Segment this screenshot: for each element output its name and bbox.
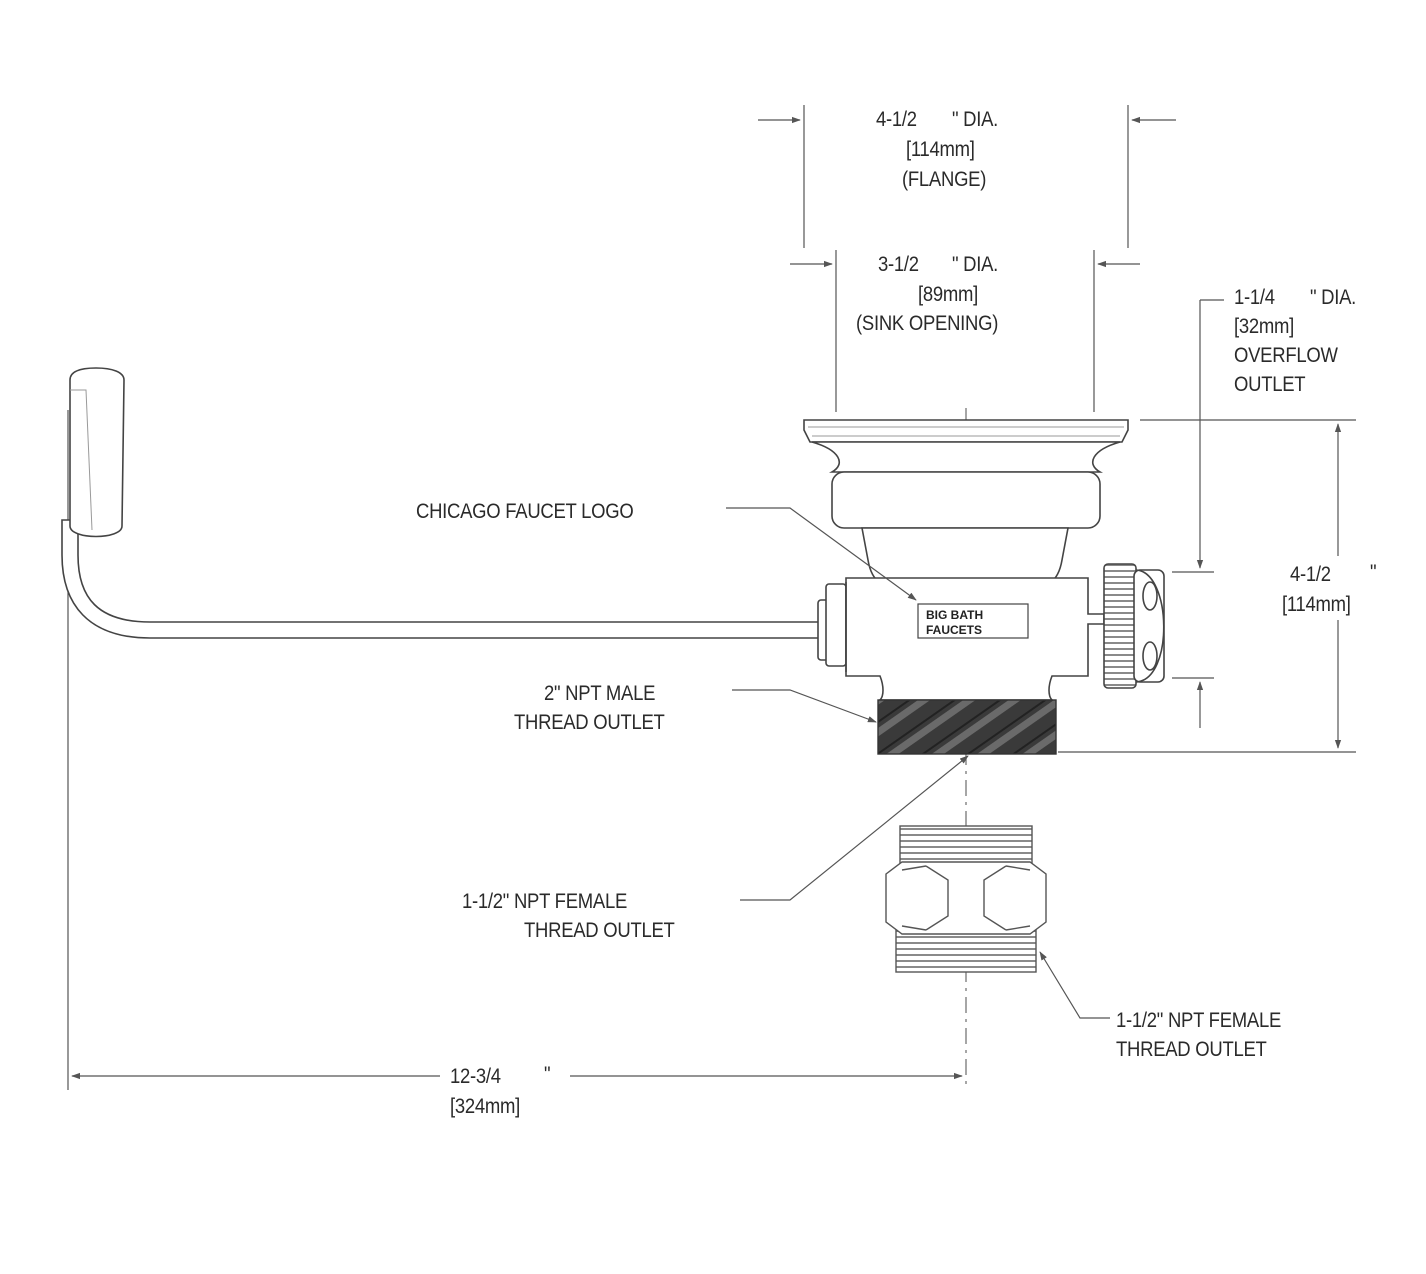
height-dimension-lines — [1058, 419, 1356, 753]
leader-lines — [726, 507, 1110, 1019]
overflow-outlet — [1103, 563, 1165, 689]
sink-opening-note: (SINK OPENING) — [856, 312, 999, 335]
height-size: 4-1/2 — [1290, 563, 1331, 586]
overflow-unit: " DIA. — [1310, 286, 1357, 309]
flange-extension-lines — [758, 105, 1176, 248]
flange-unit: " DIA. — [952, 108, 999, 131]
logo-text-line2: FAUCETS — [926, 623, 982, 637]
flange-metric: [114mm] — [906, 138, 975, 161]
length-unit: " — [544, 1063, 551, 1086]
overflow-metric: [32mm] — [1234, 315, 1295, 338]
sink-opening-size: 3-1/2 — [878, 253, 919, 276]
overflow-line1: OVERFLOW — [1234, 344, 1338, 367]
flange-size: 4-1/2 — [876, 108, 917, 131]
female-outlet-a-line1: 1-1/2" NPT FEMALE — [462, 890, 628, 913]
overflow-line2: OUTLET — [1234, 373, 1306, 396]
logo-callout: CHICAGO FAUCET LOGO — [416, 500, 634, 523]
overflow-dimension-lines — [1172, 299, 1224, 728]
sink-opening-extension-lines — [790, 250, 1140, 412]
length-metric: [324mm] — [450, 1095, 521, 1118]
male-outlet-line1: 2" NPT MALE — [544, 682, 656, 705]
male-thread-outlet — [877, 699, 1057, 755]
female-outlet-a-line2: THREAD OUTLET — [524, 919, 675, 942]
height-metric: [114mm] — [1282, 593, 1351, 616]
height-unit: " — [1370, 561, 1377, 584]
overflow-size: 1-1/4 — [1234, 286, 1275, 309]
sink-opening-metric: [89mm] — [918, 283, 979, 306]
lever-boss — [817, 583, 847, 667]
sink-opening-unit: " DIA. — [952, 253, 999, 276]
flange-note: (FLANGE) — [902, 168, 987, 191]
length-size: 12-3/4 — [450, 1065, 501, 1088]
female-outlet-b-line2: THREAD OUTLET — [1116, 1038, 1267, 1061]
logo-plate: BIG BATH FAUCETS — [917, 603, 1029, 639]
female-outlet-b-line1: 1-1/2" NPT FEMALE — [1116, 1009, 1282, 1032]
strainer-body — [803, 419, 1129, 701]
lever-handle — [61, 367, 821, 639]
logo-text-line1: BIG BATH — [926, 608, 983, 622]
tailpiece-coupling — [885, 825, 1047, 973]
male-outlet-line2: THREAD OUTLET — [514, 711, 665, 734]
